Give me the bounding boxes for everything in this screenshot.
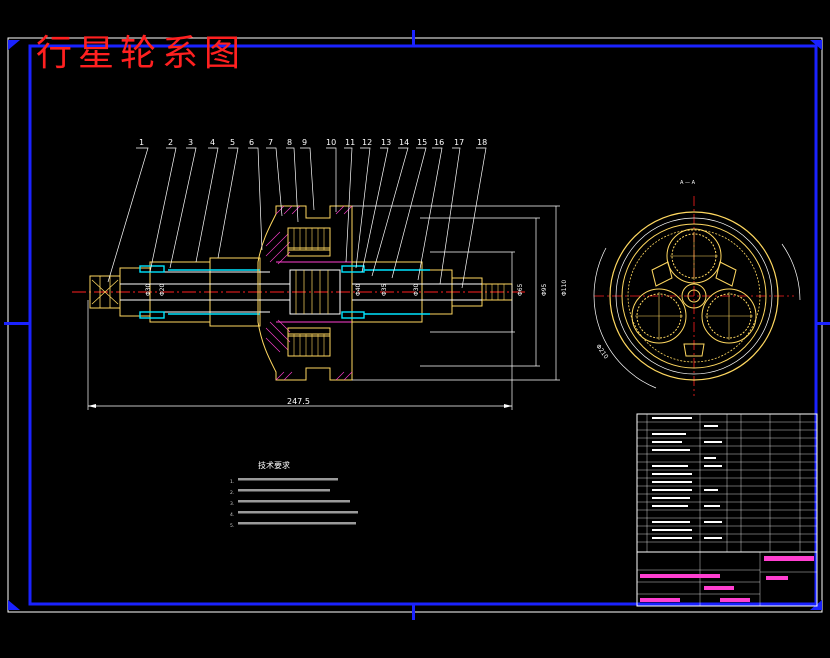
part-number: 6 [249,138,255,147]
part-number: 13 [381,138,392,147]
part-leaders [107,147,487,289]
drawing-frame [28,44,818,606]
svg-text:Φ95: Φ95 [541,283,548,296]
planet-gear-upper [287,227,331,251]
part-number: 9 [302,138,308,147]
part-number: 14 [399,138,410,147]
part-number: 2 [168,138,174,147]
planet-gear-bottom-left [631,288,687,344]
part-number: 11 [345,138,356,147]
ring-gear-outer [609,211,779,381]
part-number: 7 [268,138,274,147]
svg-text:Φ35: Φ35 [381,283,388,296]
parts-list [636,413,818,607]
part-number: 10 [326,138,337,147]
planetary-assembly-section: Φ30 Φ20 [89,205,513,381]
sun-gear-end [681,283,707,309]
part-number: 1 [139,138,145,147]
end-view-section: Φ210 [593,196,801,396]
svg-text:Φ110: Φ110 [561,280,568,296]
part-number: 12 [362,138,373,147]
part-number: 18 [477,138,488,147]
drawing-title: 行星轮系图 [36,33,247,74]
part-number: 8 [287,138,293,147]
overall-length-dimension: 247.5 [287,397,310,406]
tech-note: 2. [230,491,235,496]
tech-note: 3. [230,502,235,507]
part-number: 3 [188,138,194,147]
part-number: 17 [454,138,465,147]
technical-requirements-notes: 1. 2. 3. 4. 5. [230,477,234,532]
svg-text:Φ20: Φ20 [159,283,166,296]
svg-text:Φ30: Φ30 [413,283,420,296]
part-number: 15 [417,138,428,147]
planet-gear-lower [287,333,331,357]
carrier-housing [257,205,353,381]
frame-center-marks [4,30,830,620]
dimension-lines [87,205,560,410]
planet-gear-top [666,228,722,284]
sun-gear [289,269,341,315]
planet-gear-bottom-right [701,288,757,344]
ring-gear-inner [627,229,761,363]
section-label: A — A [680,180,696,186]
tech-note: 4. [230,513,235,518]
part-number: 5 [230,138,236,147]
technical-requirements-heading: 技术要求 [258,461,290,470]
svg-text:Φ40: Φ40 [355,283,362,296]
svg-text:Φ65: Φ65 [517,283,524,296]
tech-note: 1. [230,480,235,485]
svg-text:Φ30: Φ30 [145,283,152,296]
tech-note: 5. [230,524,235,529]
part-number: 16 [434,138,445,147]
part-number: 4 [210,138,216,147]
